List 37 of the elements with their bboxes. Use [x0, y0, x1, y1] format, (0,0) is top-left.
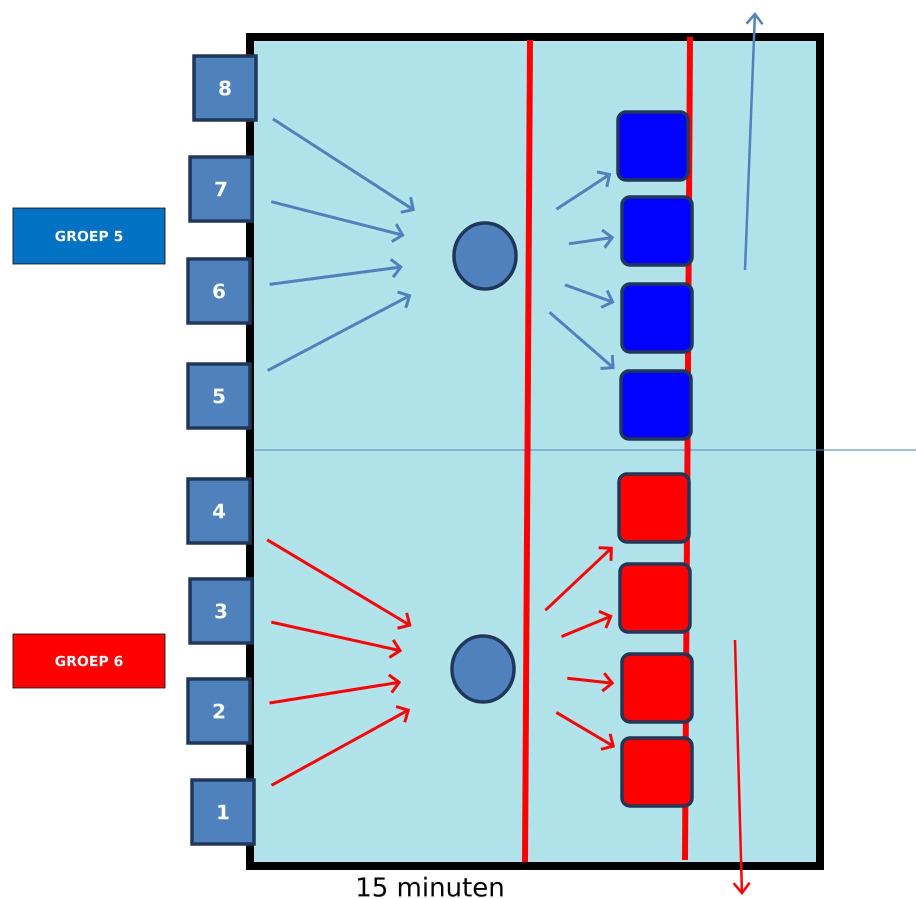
- square: [617, 472, 691, 544]
- group-label: GROEP 6: [12, 634, 166, 688]
- number-box: 2: [186, 677, 252, 745]
- arrow: [269, 674, 402, 704]
- arrow: [556, 711, 616, 751]
- square: [620, 195, 694, 267]
- number-box: 8: [192, 54, 258, 122]
- arrow: [266, 538, 412, 630]
- number-box: 4: [186, 477, 252, 545]
- number-box: 5: [186, 362, 252, 430]
- square: [616, 110, 690, 182]
- arrow: [266, 290, 412, 372]
- square: [618, 562, 692, 634]
- arrow: [568, 228, 614, 249]
- arrow: [270, 200, 405, 243]
- square: [619, 369, 693, 441]
- square: [620, 282, 694, 354]
- number-box: 7: [188, 155, 254, 223]
- arrow: [567, 672, 614, 692]
- arrow: [271, 620, 402, 659]
- arrow: [272, 118, 416, 214]
- time-label: 15 minuten: [358, 876, 503, 897]
- arrow: [270, 705, 410, 787]
- circle: [452, 221, 518, 291]
- arrow: [269, 258, 403, 286]
- number-box: 1: [190, 778, 256, 846]
- square: [620, 736, 694, 808]
- arrow: [548, 311, 615, 370]
- group-label: GROEP 5: [12, 208, 166, 264]
- circle: [450, 634, 516, 704]
- arrow: [544, 546, 613, 612]
- arrow: [556, 170, 612, 211]
- arrow: [561, 610, 613, 638]
- arrow: [564, 283, 615, 309]
- number-box: 3: [188, 577, 254, 645]
- number-box: 6: [186, 257, 252, 325]
- square: [620, 652, 694, 724]
